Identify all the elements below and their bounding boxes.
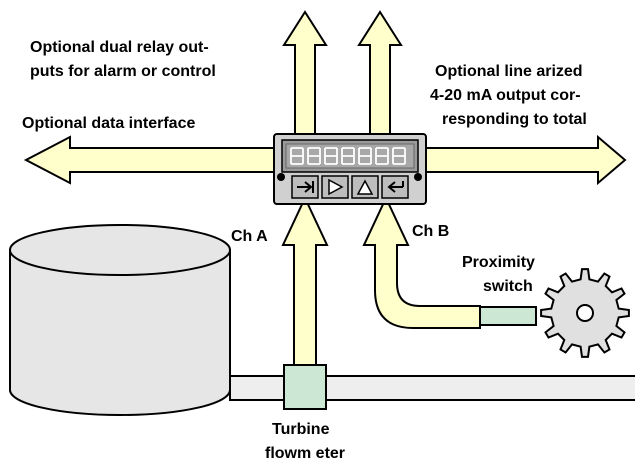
analog-label-line2: 4-20 mA output cor- xyxy=(430,87,581,104)
proximity-label-line1: Proximity xyxy=(462,254,535,271)
channel-b-arrow xyxy=(362,195,481,329)
proximity-label-line2: switch xyxy=(483,278,533,295)
lcd-digits xyxy=(290,147,406,165)
button-move-right[interactable] xyxy=(291,175,319,199)
analog-output-arrow xyxy=(424,134,627,186)
button-enter[interactable] xyxy=(381,175,409,199)
channel-a-label: Ch A xyxy=(231,228,268,245)
channel-b-label: Ch B xyxy=(412,223,449,240)
up-triangle-icon xyxy=(356,179,374,195)
button-play[interactable] xyxy=(321,175,349,199)
left-terminal-dot xyxy=(277,173,285,181)
gear-icon xyxy=(540,268,630,358)
right-terminal-dot xyxy=(414,173,422,181)
data-interface-label: Optional data interface xyxy=(22,115,195,132)
enter-arrow-left-icon xyxy=(387,181,404,193)
data-interface-arrow xyxy=(23,135,276,185)
turbine-label-line1: Turbine xyxy=(272,421,330,438)
arrow-right-into-bar-icon xyxy=(297,181,314,193)
proximity-switch-sensor xyxy=(479,306,537,326)
button-up[interactable] xyxy=(351,175,379,199)
relay-label-line1: Optional dual relay out- xyxy=(30,39,209,56)
channel-a-arrow xyxy=(281,195,329,367)
totalizer-unit xyxy=(273,133,427,205)
storage-tank xyxy=(9,224,231,416)
turbine-flowmeter xyxy=(283,364,327,410)
relay-output-arrow-right xyxy=(357,10,403,136)
relay-label-line2: puts for alarm or control xyxy=(30,63,216,80)
relay-output-arrow-left xyxy=(282,10,328,136)
play-triangle-icon xyxy=(328,178,344,196)
analog-label-line3: responding to total xyxy=(442,111,587,128)
turbine-label-line2: flowm eter xyxy=(265,445,345,462)
analog-label-line1: Optional line arized xyxy=(435,63,583,80)
